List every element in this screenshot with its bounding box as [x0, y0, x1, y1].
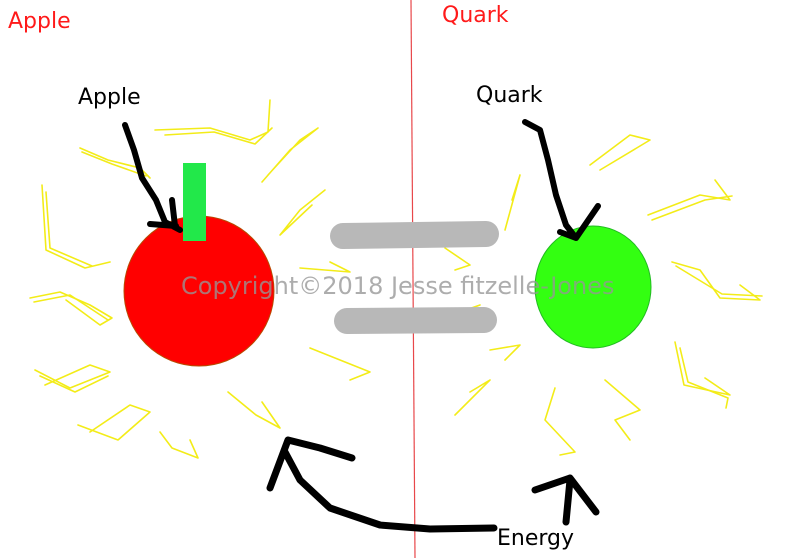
apple-stem	[183, 163, 206, 241]
equals-bar-bottom	[334, 307, 497, 334]
apple-pointer-label: Apple	[78, 85, 141, 110]
quark-pointer-label: Quark	[476, 83, 543, 108]
energy-label: Energy	[497, 526, 575, 551]
hand-drawn-arrows	[122, 119, 601, 533]
arrow-to-apple	[122, 122, 183, 233]
equals-bar-top	[330, 221, 499, 249]
energy-arrow-to-apple	[266, 436, 498, 533]
energy-scribbles-left	[29, 99, 371, 459]
energy-arrow-to-quark	[531, 474, 600, 526]
left-corner-label: Apple	[8, 9, 71, 34]
equals-sign	[330, 221, 499, 334]
arrow-to-quark	[522, 119, 601, 241]
center-divider-line	[410, 0, 416, 558]
copyright-watermark: Copyright©2018 Jesse fitzelle-Jones	[181, 272, 615, 300]
quark-circle	[534, 225, 652, 349]
right-corner-label: Quark	[442, 3, 509, 28]
